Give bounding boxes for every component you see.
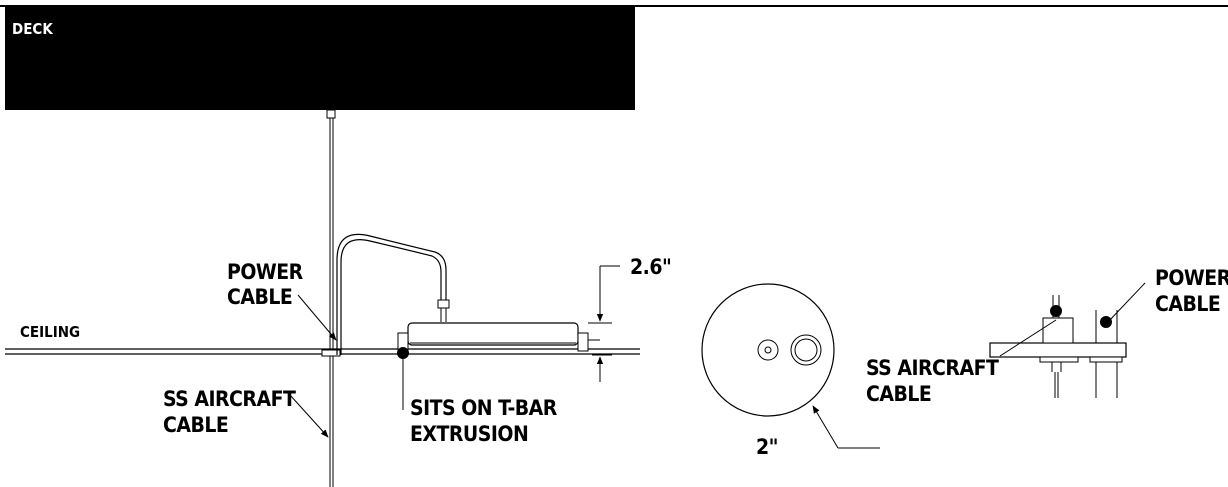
sits-on-label-line1: SITS ON T-BAR bbox=[410, 396, 558, 420]
ss-aircraft-leader bbox=[289, 394, 329, 438]
ss-aircraft-label-line1: SS AIRCRAFT bbox=[163, 387, 296, 411]
diameter-dimension bbox=[812, 405, 880, 449]
power-cable-label-line2: CABLE bbox=[227, 285, 292, 309]
ss-aircraft-right-label-line2: CABLE bbox=[866, 382, 931, 406]
fixture-top-view bbox=[701, 283, 835, 417]
sits-on-label-line2: EXTRUSION bbox=[410, 422, 528, 446]
ss-aircraft-right-leader bbox=[999, 319, 1057, 357]
ceiling-label: CEILING bbox=[20, 323, 80, 341]
deck-label: DECK bbox=[12, 20, 53, 38]
fixture-end-view bbox=[989, 295, 1127, 398]
ss-aircraft-cable bbox=[321, 109, 341, 487]
ss-aircraft-label-line2: CABLE bbox=[163, 413, 228, 437]
ss-aircraft-right-label-line1: SS AIRCRAFT bbox=[866, 356, 999, 380]
power-cable-curve bbox=[336, 233, 450, 355]
deck-block bbox=[5, 6, 635, 110]
power-cable-right-label-line2: CABLE bbox=[1155, 292, 1220, 316]
height-dimension bbox=[588, 265, 620, 382]
t-bar-dot bbox=[397, 347, 409, 359]
power-cable-leader bbox=[297, 294, 337, 341]
power-cable-right-leader bbox=[1107, 282, 1146, 323]
power-cable-right-label-line1: POWER bbox=[1155, 266, 1228, 290]
diameter-dimension-label: 2" bbox=[756, 435, 778, 459]
height-dimension-label: 2.6" bbox=[630, 255, 671, 279]
power-cable-label-line1: POWER bbox=[227, 260, 304, 284]
fixture-side-view bbox=[397, 322, 600, 359]
